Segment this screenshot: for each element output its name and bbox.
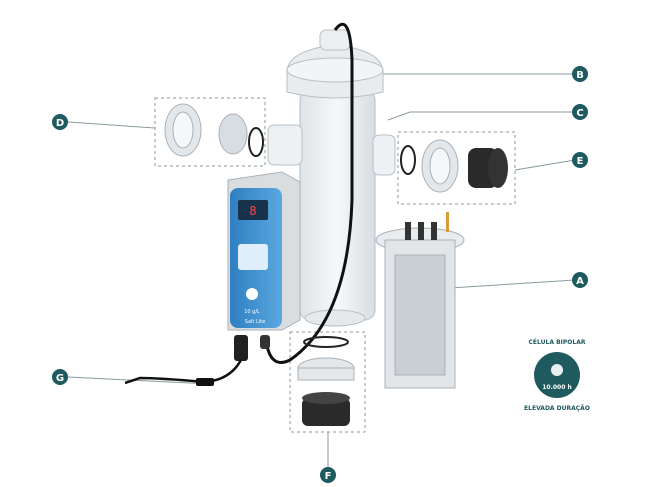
callout-f-label: F — [325, 471, 332, 482]
group-e-box — [397, 131, 516, 205]
cell-cable — [264, 22, 354, 364]
callout-f: F — [320, 467, 336, 483]
controller-salt-label: 10 g/L — [244, 309, 260, 315]
controller-unit — [227, 171, 301, 361]
badge-center-text: 10.000 h — [542, 384, 572, 391]
callout-a: A — [572, 272, 588, 288]
controller-model-label: Salt Lite — [245, 319, 265, 325]
power-plug — [196, 378, 214, 386]
callout-e: E — [572, 152, 588, 168]
electrode-cell — [375, 212, 465, 389]
controller-display: 8 — [249, 204, 256, 218]
dashed-groups — [154, 97, 516, 433]
leader-lines — [67, 73, 576, 468]
callout-c-label: C — [576, 108, 583, 119]
badge-bottom-text: ELEVADA DURAÇÃO — [524, 405, 590, 412]
callout-g: G — [52, 369, 68, 385]
callout-e-label: E — [577, 156, 584, 167]
bipolar-cell-badge — [534, 352, 580, 398]
badge-top-text: CÉLULA BIPOLAR — [529, 338, 586, 346]
callout-d-label: D — [56, 118, 64, 129]
union-parts-e — [400, 139, 508, 193]
callout-b: B — [572, 66, 588, 82]
callout-g-label: G — [56, 373, 64, 384]
callout-d: D — [52, 114, 68, 130]
union-parts-f — [297, 336, 355, 426]
callout-b-label: B — [576, 70, 584, 81]
power-cable — [124, 359, 243, 385]
group-d-box — [154, 97, 266, 167]
callout-c: C — [572, 104, 588, 120]
union-parts-d — [164, 103, 264, 157]
callout-a-label: A — [576, 276, 584, 287]
group-f-box — [289, 331, 366, 433]
